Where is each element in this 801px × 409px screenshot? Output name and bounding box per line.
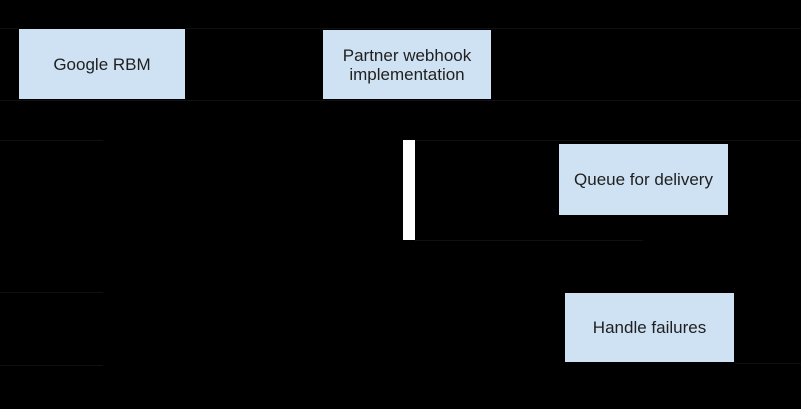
node-queue-for-delivery: Queue for delivery: [558, 143, 729, 216]
connector-line: [0, 100, 801, 101]
connector-line: [735, 363, 801, 364]
activation-bar: [403, 140, 415, 240]
connector-line: [415, 240, 643, 241]
node-partner-webhook-label: Partner webhook implementation: [342, 45, 472, 84]
connector-line: [0, 365, 103, 366]
connector-line: [0, 292, 103, 293]
node-handle-failures-label: Handle failures: [592, 318, 707, 337]
connector-line: [415, 140, 801, 141]
node-partner-webhook: Partner webhook implementation: [322, 29, 492, 100]
connector-line: [0, 140, 103, 141]
node-google-rbm: Google RBM: [18, 28, 186, 100]
node-queue-for-delivery-label: Queue for delivery: [574, 170, 713, 189]
node-handle-failures: Handle failures: [564, 292, 735, 363]
node-google-rbm-label: Google RBM: [53, 54, 151, 74]
connector-line: [0, 28, 801, 29]
